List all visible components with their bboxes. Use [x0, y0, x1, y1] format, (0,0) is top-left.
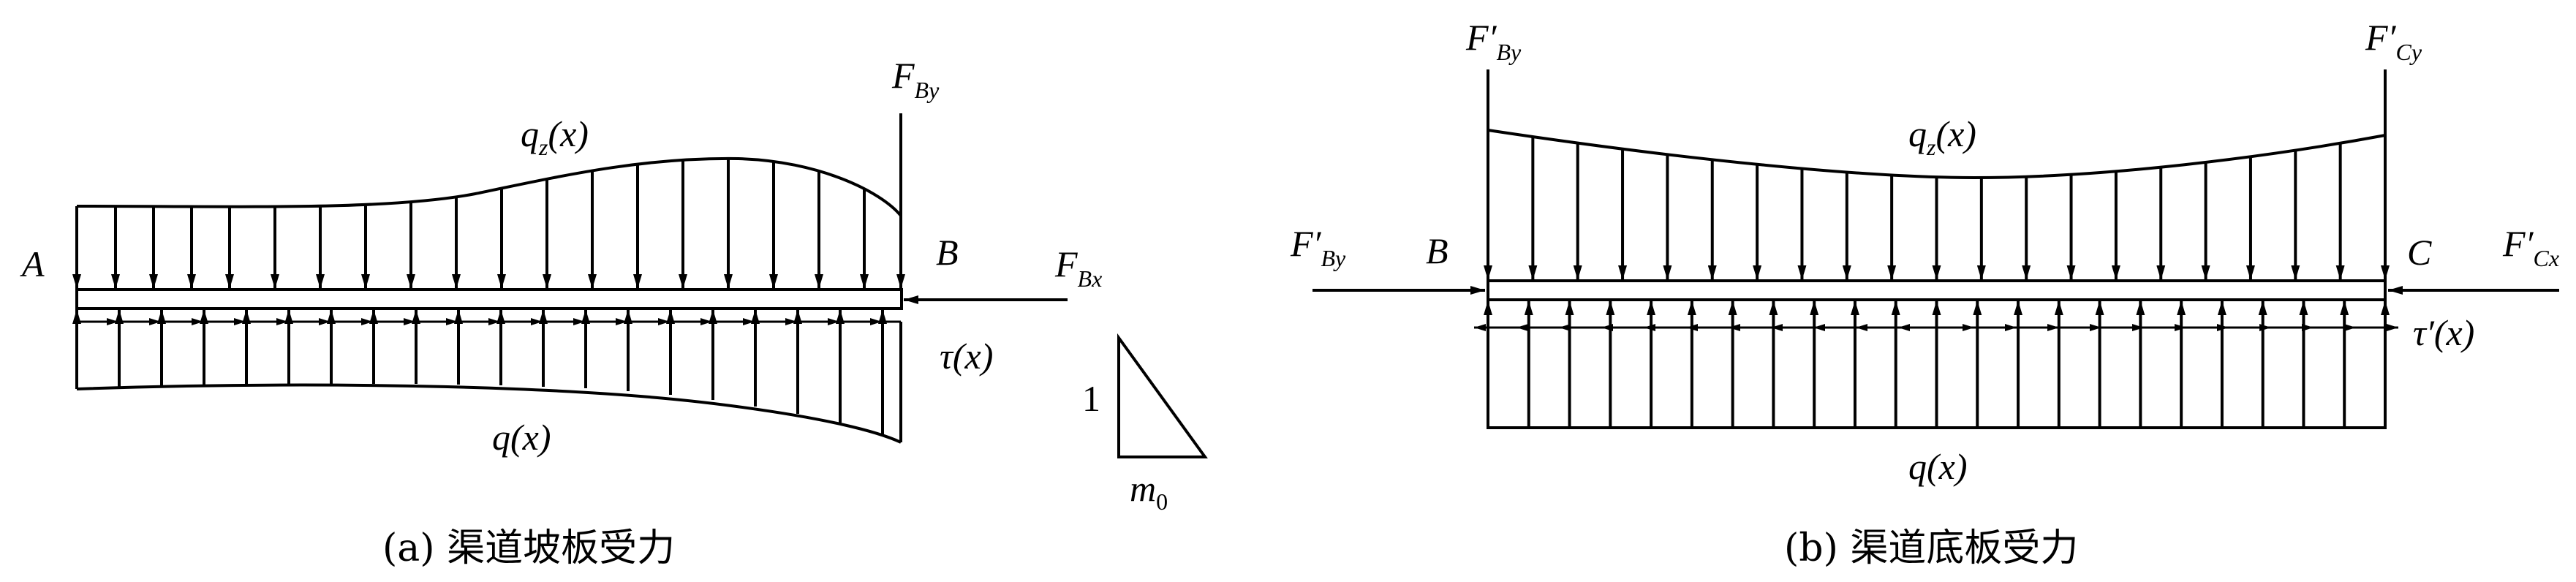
panel-b-top-load: [1484, 129, 2390, 280]
panel-b-top-load-curve: [1487, 129, 2386, 180]
panel-a-slope-triangle: [1117, 333, 1208, 458]
panel-a-bottom-load: [72, 309, 902, 444]
panel-b-bottom-load-arrows: [1484, 301, 2390, 428]
panel-b-beam: [1487, 279, 2387, 301]
panel-a-label-shear: τ(x): [940, 336, 993, 377]
panel-a-bottom-load-arrows: [72, 309, 887, 434]
panel-a-caption: (a) 渠道坡板受力: [382, 526, 675, 570]
panel-b-label-point-b: B: [1426, 230, 1448, 271]
panel-b-top-load-arrows: [1484, 130, 2390, 280]
panel-a-label-point-b: B: [936, 232, 959, 273]
panel-b-label-shear: τ′(x): [2413, 312, 2474, 353]
panel-a-slope-rise: 1: [1082, 378, 1100, 419]
panel-a-top-load-curve: [76, 156, 902, 217]
panel-a-slope-run: m0: [1130, 468, 1168, 515]
panel-a-beam: [75, 288, 903, 310]
panel-b: F′By F′Cy F′By F′Cx B C qz(x) τ′(x) q(x)…: [1290, 17, 2559, 570]
panel-a-label-load-top: qz(x): [521, 113, 589, 160]
panel-b-label-load-bottom: q(x): [1908, 446, 1968, 487]
panel-a-label-fby: FBy: [891, 55, 940, 103]
panel-b-label-fby-vertical: F′By: [1465, 17, 1522, 65]
panel-a-bottom-load-curve: [76, 383, 902, 444]
panel-b-caption: (b) 渠道底板受力: [1784, 526, 2078, 570]
panel-a-label-fbx: FBx: [1054, 243, 1102, 292]
panel-a-label-load-bottom: q(x): [492, 417, 551, 458]
panel-b-label-fcy-vertical: F′Cy: [2365, 17, 2422, 65]
panel-a-top-load: [72, 156, 905, 289]
panel-a: A B qz(x) τ(x) q(x) FBy FBx 1 m0 (a) 渠道坡…: [20, 55, 1208, 570]
panel-b-label-point-c: C: [2407, 232, 2432, 273]
panel-a-label-point-a: A: [20, 243, 45, 284]
panel-a-top-load-arrows: [72, 158, 905, 289]
panel-b-bottom-load: [1484, 301, 2390, 429]
panel-b-label-load-top: qz(x): [1908, 113, 1976, 160]
panel-b-label-fcx-horizontal: F′Cx: [2502, 223, 2559, 271]
panel-b-label-fby-horizontal: F′By: [1290, 223, 1346, 271]
